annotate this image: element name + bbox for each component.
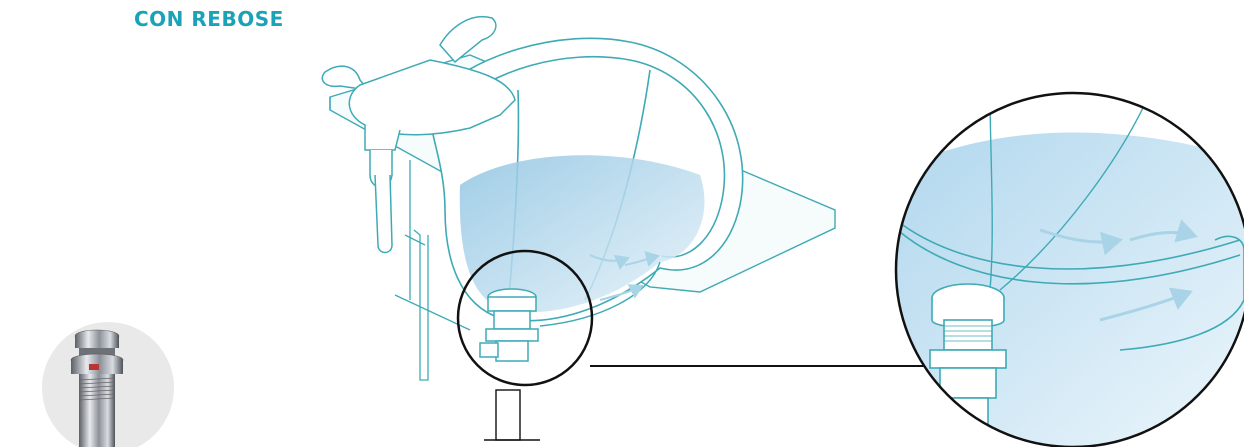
drain-stem xyxy=(79,348,115,356)
basin-water xyxy=(459,155,705,313)
zoom-detail-frame xyxy=(894,91,1244,447)
drain-tailpipe xyxy=(484,389,540,441)
drain-label xyxy=(89,364,99,370)
heading-con-rebose: CON REBOSE xyxy=(134,7,284,31)
flow-arrow xyxy=(589,251,660,301)
overflow-channel xyxy=(539,261,661,327)
product-thumbnail xyxy=(42,322,174,447)
drain-threads xyxy=(78,377,116,401)
zoom-circle xyxy=(456,249,594,387)
drain-pipe xyxy=(479,288,539,362)
faucet xyxy=(321,16,516,254)
zoom-drain-threads xyxy=(944,325,992,342)
zoom-detail xyxy=(896,93,1244,447)
drain-cap-body xyxy=(75,336,119,348)
flow-arrow xyxy=(1039,219,1198,322)
